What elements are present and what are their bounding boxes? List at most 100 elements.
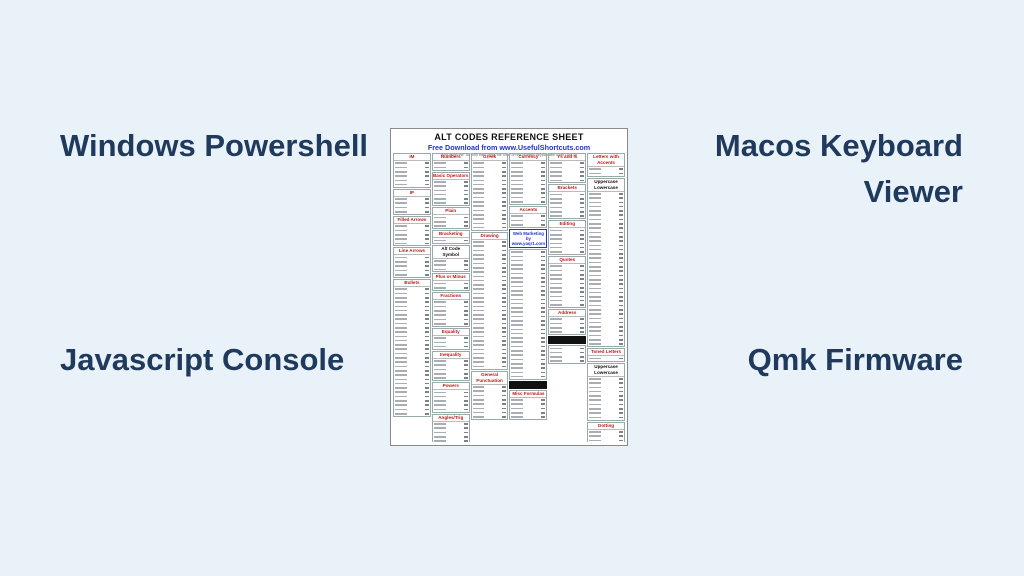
sheet-section: Quotes (548, 256, 587, 309)
sheet-section: Uppercase Lowercase (587, 362, 625, 421)
code-row (394, 260, 430, 264)
sheet-section (509, 248, 548, 380)
code-row (472, 339, 508, 343)
code-row (472, 274, 508, 278)
code-row (433, 267, 469, 271)
code-row (472, 304, 508, 308)
code-row (588, 338, 624, 342)
sheet-section: Inequality (431, 350, 470, 382)
code-row (588, 286, 624, 290)
code-row (588, 217, 624, 221)
code-row (510, 170, 546, 174)
code-row (510, 366, 546, 370)
code-row (472, 278, 508, 282)
section-heading: Toned Letters (588, 349, 624, 357)
code-row (588, 290, 624, 294)
code-row (394, 273, 430, 277)
code-row (588, 385, 624, 389)
label-macos-keyboard-viewer: Macos Keyboard Viewer (715, 123, 963, 215)
section-heading: Line Arrows (394, 248, 430, 256)
code-row (510, 323, 546, 327)
code-row (549, 355, 585, 359)
section-heading: Dotting (588, 423, 624, 430)
code-row (472, 321, 508, 325)
label-windows-powershell: Windows Powershell (60, 128, 369, 163)
code-row (472, 410, 508, 414)
code-row (588, 226, 624, 230)
code-row (472, 364, 508, 368)
code-row (472, 165, 508, 169)
code-row (433, 165, 469, 169)
sheet-section: Powers (431, 382, 470, 413)
code-row (394, 197, 430, 201)
code-row (588, 342, 624, 346)
sheet-section: Bracketing (431, 230, 470, 244)
code-row (472, 389, 508, 393)
code-row (472, 330, 508, 334)
code-row (433, 435, 469, 439)
alt-codes-reference-sheet: ALT CODES REFERENCE SHEET Free Download … (390, 128, 628, 446)
code-row (510, 297, 546, 301)
code-row (433, 184, 469, 188)
code-row (472, 161, 508, 165)
code-row (588, 381, 624, 385)
code-row (433, 259, 469, 263)
sheet-section: Misc Formulas (509, 389, 548, 421)
section-heading: Drawing (471, 233, 508, 240)
code-row (588, 265, 624, 269)
sheet-section: Plain (431, 207, 470, 230)
code-row (433, 215, 469, 219)
code-row (510, 182, 546, 186)
sheet-section: Letters with Accents (587, 153, 625, 177)
code-row (510, 271, 546, 275)
code-row (394, 300, 430, 304)
section-heading: Uppercase Lowercase (588, 179, 624, 192)
code-row (472, 313, 508, 317)
code-row (588, 415, 624, 419)
code-row (472, 170, 508, 174)
code-row (549, 281, 585, 285)
code-row (510, 415, 546, 419)
code-row (433, 304, 469, 308)
code-row (433, 399, 469, 403)
code-row (549, 286, 585, 290)
code-row (510, 250, 546, 254)
code-row (588, 430, 624, 434)
code-row (510, 357, 546, 361)
code-row (433, 336, 469, 340)
code-row (394, 412, 430, 416)
code-row (433, 403, 469, 407)
code-row (394, 403, 430, 407)
code-row (433, 286, 469, 290)
code-row (588, 438, 624, 442)
section-heading: Address (549, 310, 586, 318)
sheet-instructions: Hold down the "Alt" key then press the c… (440, 153, 578, 157)
section-heading: IM (394, 154, 430, 161)
code-row (588, 230, 624, 234)
code-row (510, 267, 546, 271)
code-row (549, 201, 585, 205)
code-row (394, 210, 430, 214)
code-row (549, 174, 585, 178)
code-row (394, 241, 430, 245)
sheet-section: Accents (509, 205, 548, 228)
code-row (549, 264, 585, 268)
code-row (433, 313, 469, 317)
code-row (510, 195, 546, 199)
code-row (588, 411, 624, 415)
code-row (394, 369, 430, 373)
web-marketing-box: Web Marketing by www.yaqr1.com (509, 228, 548, 248)
code-row (394, 233, 430, 237)
code-row (588, 273, 624, 277)
code-row (510, 280, 546, 284)
code-row (549, 290, 585, 294)
label-macos-line2: Viewer (863, 174, 963, 209)
code-row (394, 237, 430, 241)
code-row (472, 351, 508, 355)
code-row (588, 252, 624, 256)
code-row (394, 381, 430, 385)
code-row (549, 210, 585, 214)
code-row (510, 289, 546, 293)
code-row (394, 161, 430, 165)
